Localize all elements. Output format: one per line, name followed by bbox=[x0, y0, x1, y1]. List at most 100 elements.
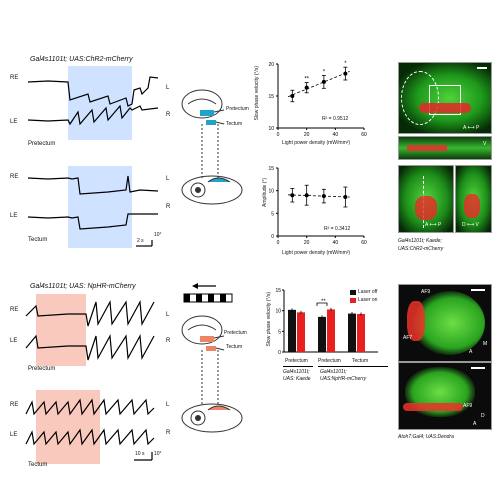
schem-tectum-label: Tectum bbox=[226, 121, 243, 127]
r-label-3: R bbox=[166, 338, 171, 344]
data-point bbox=[343, 195, 348, 200]
y-tick-label: 10 bbox=[268, 126, 274, 132]
amplitude-ylabel: Amplitude (°) bbox=[262, 178, 268, 207]
panel-b-genotype: Gal4s1101t; UAS: NpHR-mCherry bbox=[30, 283, 136, 290]
bar-sig: ** bbox=[321, 299, 326, 305]
x-tick-label: 40 bbox=[333, 132, 339, 138]
bar bbox=[357, 313, 365, 352]
scalebar-micro bbox=[477, 67, 487, 69]
l-label-2: L bbox=[166, 176, 170, 182]
micro-caption-2: UAS:ChR2-mCherry bbox=[398, 246, 444, 252]
pretectum-label-a: Pretectum bbox=[28, 141, 56, 147]
scalebar-time-a: 2 s bbox=[137, 238, 144, 244]
brain-schematic-top bbox=[181, 89, 243, 205]
le-label-4: LE bbox=[10, 432, 18, 438]
scalebar-deg-a: 10° bbox=[154, 232, 162, 238]
tectum-le-trace bbox=[27, 213, 158, 230]
re-label-2: RE bbox=[10, 174, 19, 180]
micrograph-lateral-1: A ⟷ P bbox=[398, 165, 454, 233]
pretectum-le-trace bbox=[27, 104, 158, 126]
legend-on-label: Laser on bbox=[358, 297, 378, 303]
pretectum-le-trace-b bbox=[25, 333, 155, 361]
micrograph-lateral-2: D ⟷ V bbox=[455, 165, 492, 233]
velocity-r2: R² = 0.9512 bbox=[322, 116, 349, 122]
stim-period-pretectum bbox=[68, 66, 132, 140]
legend-on-swatch bbox=[350, 298, 356, 303]
bar-y-tick-label: 10 bbox=[275, 309, 281, 315]
x-tick-label: 0 bbox=[277, 240, 280, 246]
tectum-re-trace bbox=[27, 175, 158, 195]
bar-g2-line3: UAS:NpHR-mCherry bbox=[320, 376, 367, 382]
tectum-label-b: Tectum bbox=[28, 462, 48, 468]
ap-label: A ⟷ P bbox=[463, 125, 480, 131]
eye-outline bbox=[401, 71, 439, 125]
bar-group2-label: Pretectum bbox=[318, 358, 341, 364]
le-label-1: LE bbox=[10, 119, 18, 125]
sig-bracket bbox=[316, 302, 328, 306]
pretectum-re-trace-b bbox=[25, 299, 155, 327]
bar-group1-label: Pretectum bbox=[285, 358, 308, 364]
y-tick-label: 5 bbox=[271, 211, 274, 217]
pretectum-stim-region bbox=[200, 110, 214, 116]
pretectum-label-b: Pretectum bbox=[28, 366, 56, 372]
a-label: A bbox=[469, 349, 473, 355]
bar bbox=[318, 316, 326, 352]
bar-ylabel: Slow phase velocity (°/s) bbox=[266, 292, 272, 347]
data-point bbox=[290, 94, 295, 98]
sig-marker: * bbox=[323, 70, 326, 76]
y-tick-label: 15 bbox=[268, 94, 274, 100]
micrograph-dorsal: A ⟷ P bbox=[398, 62, 492, 134]
panel-b-traces bbox=[25, 294, 155, 464]
x-tick-label: 20 bbox=[304, 240, 310, 246]
sig-marker: * bbox=[344, 61, 347, 67]
fit-line bbox=[287, 71, 350, 98]
panel-a-traces bbox=[27, 66, 158, 248]
bar-y-tick-label: 5 bbox=[278, 329, 281, 335]
y-tick-label: 0 bbox=[271, 234, 274, 240]
data-point bbox=[321, 79, 326, 84]
tectum-re-trace-b bbox=[25, 398, 155, 416]
amplitude-r2: R² = 0.3412 bbox=[324, 226, 351, 232]
data-point bbox=[304, 193, 309, 198]
bar bbox=[288, 309, 296, 352]
y-tick-label: 15 bbox=[268, 166, 274, 172]
velocity-xlabel: Light power density (mW/mm²) bbox=[282, 140, 351, 146]
bar bbox=[327, 309, 335, 352]
tectum-label-a: Tectum bbox=[28, 237, 48, 243]
r-label-1: R bbox=[166, 112, 171, 118]
bar-group3-label: Tectum bbox=[352, 358, 369, 364]
amplitude-xlabel: Light power density (mW/mm²) bbox=[282, 250, 351, 256]
bar-g1-line3: UAS: Kaede bbox=[283, 376, 311, 382]
af9b-label: AF9 bbox=[463, 403, 473, 409]
l-label-4: L bbox=[166, 402, 170, 408]
le-label-2: LE bbox=[10, 213, 18, 219]
scalebar-deg-b: 10° bbox=[154, 451, 162, 457]
legend-off-swatch bbox=[350, 290, 356, 295]
schem-pretectum-label: Pretectum bbox=[226, 106, 249, 112]
bar-y-tick-label: 0 bbox=[278, 350, 281, 356]
micrograph-af-lateral: AF9 D A bbox=[398, 362, 492, 430]
l-label-3: L bbox=[166, 312, 170, 318]
data-point bbox=[343, 71, 348, 76]
pretectum-inhibit-region bbox=[200, 336, 214, 342]
x-tick-label: 60 bbox=[361, 132, 367, 138]
re-label-3: RE bbox=[10, 307, 19, 313]
l-label-1: L bbox=[166, 85, 170, 91]
bar-chart: 15 10 5 0 bbox=[275, 288, 378, 356]
r-label-2: R bbox=[166, 204, 171, 210]
re-label-4: RE bbox=[10, 402, 19, 408]
ap2-label: A ⟷ P bbox=[425, 222, 442, 228]
y-tick-label: 10 bbox=[268, 189, 274, 195]
bar-y-tick-label: 15 bbox=[275, 288, 281, 294]
pretectum-re-trace bbox=[27, 76, 158, 107]
a2-label: A bbox=[473, 421, 477, 427]
panel-a-genotype: Gal4s1101t; UAS:ChR2-mCherry bbox=[30, 56, 133, 63]
red-expression bbox=[419, 103, 471, 113]
data-point bbox=[321, 194, 326, 199]
x-tick-label: 60 bbox=[361, 240, 367, 246]
legend-off-label: Laser off bbox=[358, 289, 378, 295]
micro-caption-1: Gal4s1101t; Kaede; bbox=[398, 238, 442, 244]
schem-pretectum-label-b: Pretectum bbox=[224, 330, 247, 336]
